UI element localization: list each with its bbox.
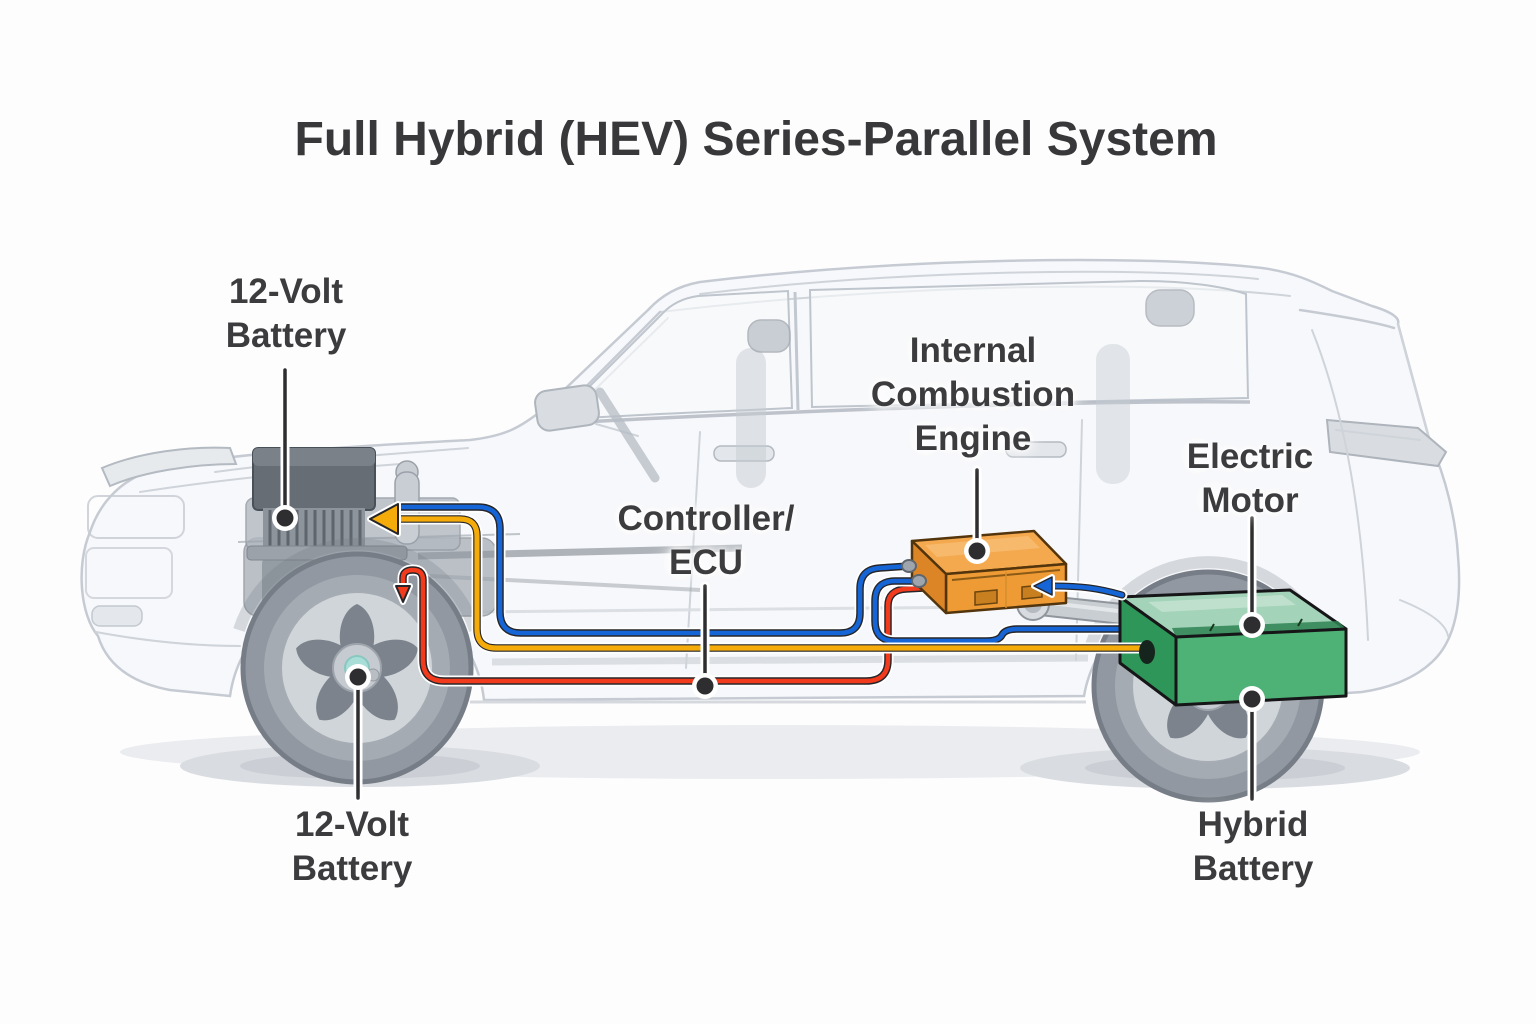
headlight xyxy=(100,446,238,488)
label-12v-battery-bottom: 12-Volt Battery xyxy=(291,805,413,889)
label-hybrid-battery: Hybrid Battery xyxy=(1192,805,1314,889)
diagram-title: Full Hybrid (HEV) Series-Parallel System xyxy=(294,113,1218,166)
leader-controller xyxy=(692,581,718,699)
battery-port-hole xyxy=(1139,640,1155,664)
label-internal-combustion-engine: Internal Combustion Engine xyxy=(870,331,1076,459)
hybrid-battery-box xyxy=(1118,588,1348,707)
ice-connector-top xyxy=(901,559,917,573)
leader-12v-bottom xyxy=(345,664,371,803)
leader-12v-top xyxy=(272,365,298,531)
side-mirror-icon xyxy=(534,384,600,432)
wire-yellow xyxy=(367,501,1155,664)
label-12v-battery-top: 12-Volt Battery xyxy=(225,272,347,356)
label-electric-motor: Electric Motor xyxy=(1186,437,1314,521)
leader-ice xyxy=(964,465,990,564)
ice-connector-bottom xyxy=(911,574,927,588)
leader-lines xyxy=(272,365,1265,804)
leader-electric-motor xyxy=(1239,513,1265,638)
leader-hybrid-battery xyxy=(1239,686,1265,804)
wire-red xyxy=(393,570,924,681)
wire-blue-battery-to-ice-arrow xyxy=(1031,574,1122,595)
door-handle-rear xyxy=(1005,441,1067,458)
seats xyxy=(736,289,1195,488)
label-controller-ecu: Controller/ ECU xyxy=(617,499,795,583)
